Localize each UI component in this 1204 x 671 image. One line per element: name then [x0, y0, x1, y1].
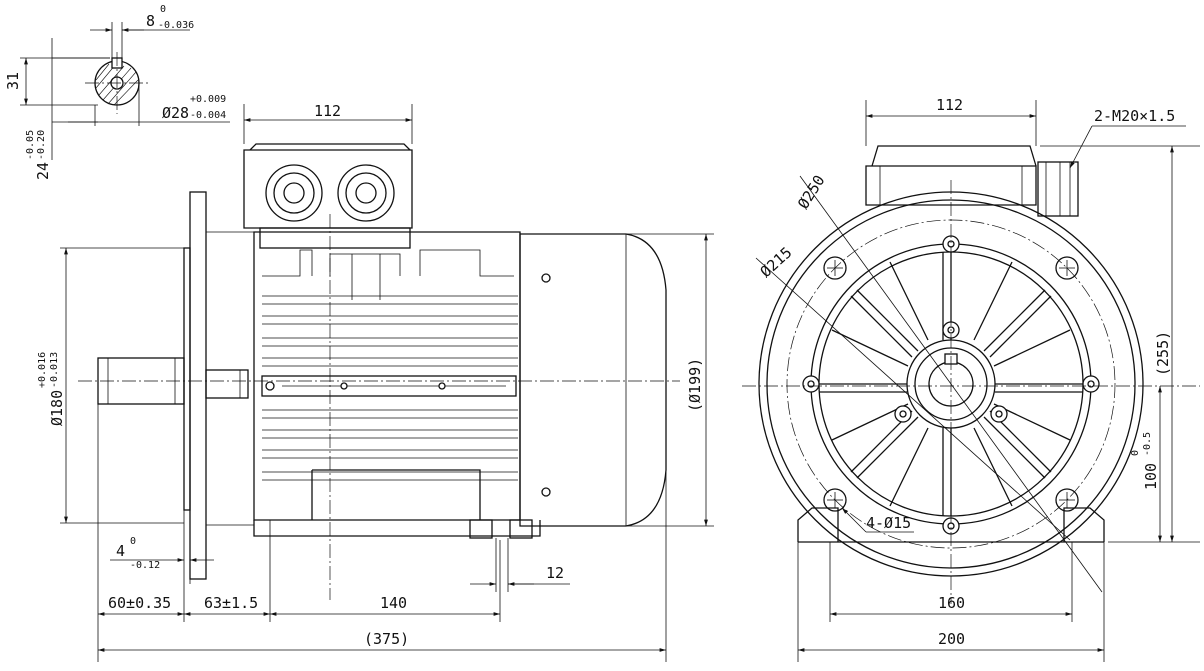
shaft-height-tol-lower: -0.20	[36, 130, 47, 160]
terminal-box	[243, 149, 413, 229]
shaft-section-view: 8 0 -0.036 31 24 -0.05 -0.20 Ø28 +0.009 …	[4, 4, 230, 180]
flange-plate	[189, 191, 207, 580]
end-terminal-box-width-label: 112	[936, 96, 963, 114]
bolt-circle-diameter-label: Ø215	[757, 243, 796, 281]
shaft-key-height-label: 31	[4, 72, 22, 90]
key-width-label: 8	[146, 12, 155, 30]
foot-width-label: 200	[938, 630, 965, 648]
spigot-depth-tol-upper: 0	[130, 536, 136, 547]
flange-to-foot-label: 63±1.5	[204, 594, 258, 612]
overall-height-label: (255)	[1154, 331, 1172, 376]
cooling-fins	[262, 295, 518, 481]
side-terminal-box-width-label: 112	[314, 102, 341, 120]
key-width-tol-lower: -0.036	[158, 20, 194, 31]
foot-slot-width-label: 12	[546, 564, 564, 582]
shaft-center-height-tol-lower: -0.5	[1142, 432, 1153, 456]
shaft-center-height-label: 100	[1142, 463, 1160, 490]
flange-spigot-tol-lower: -0.013	[49, 352, 60, 388]
shaft-height-tol-upper: -0.05	[25, 130, 36, 160]
side-view: 112 Ø180 +0.016 -0.013 (Ø199) 4 0 -0.12 …	[37, 102, 714, 662]
shaft-diameter-tol-upper: +0.009	[190, 94, 226, 105]
flange-spigot	[183, 247, 191, 511]
shaft-diameter-tol-lower: -0.004	[190, 110, 226, 121]
spigot-depth-tol-lower: -0.12	[130, 560, 160, 571]
spigot-depth-label: 4	[116, 542, 125, 560]
flange-outer-diameter-label: Ø250	[794, 172, 828, 212]
flange-spigot-tol-upper: +0.016	[37, 352, 48, 388]
overall-length-label: (375)	[364, 630, 409, 648]
foot-hole-span-label: 160	[938, 594, 965, 612]
foot-hole-spacing-label: 140	[380, 594, 407, 612]
shaft-height-label: 24	[34, 162, 52, 180]
cable-gland-left	[265, 164, 323, 222]
flange-holes	[823, 256, 1079, 512]
end-view: 112 2-M20×1.5 Ø250 Ø215 4-Ø15 (255) 100 …	[742, 96, 1200, 662]
flange-spigot-diameter-label: Ø180	[48, 390, 66, 426]
cable-gland-right	[337, 164, 395, 222]
flange-holes-label: 4-Ø15	[866, 514, 911, 532]
shaft-diameter-label: Ø28	[162, 104, 189, 122]
body-diameter-label: (Ø199)	[686, 358, 704, 412]
end-terminal-box	[865, 165, 1037, 206]
key-width-tol-upper: 0	[160, 4, 166, 15]
cable-glands-label: 2-M20×1.5	[1094, 107, 1175, 125]
end-cable-gland	[1037, 161, 1079, 217]
shaft-center-height-tol-upper: 0	[1130, 450, 1141, 456]
end-foot-right	[1063, 507, 1105, 542]
shaft-length-label: 60±0.35	[108, 594, 171, 612]
end-foot-left	[797, 507, 839, 542]
